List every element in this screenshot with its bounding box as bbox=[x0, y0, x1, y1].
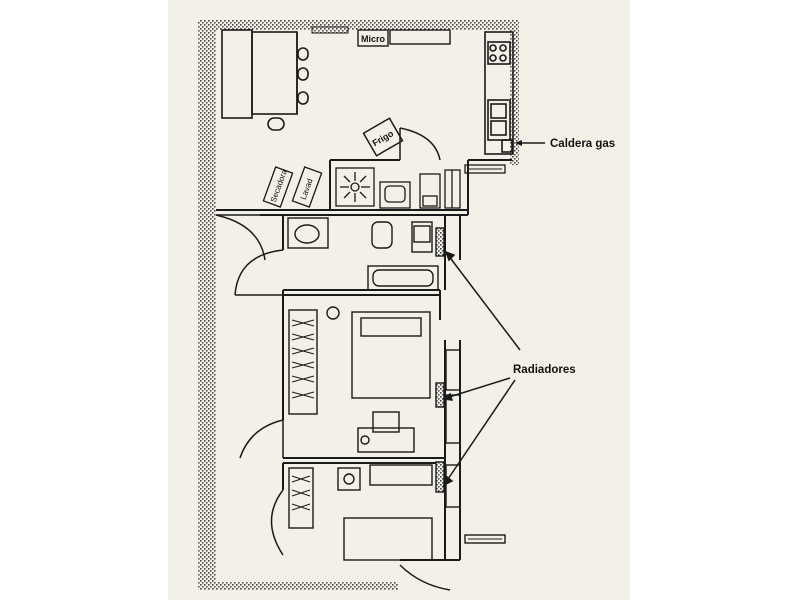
kitchen-sink bbox=[487, 99, 511, 141]
desk bbox=[357, 427, 415, 453]
bedroom-second bbox=[288, 461, 506, 561]
boiler bbox=[501, 139, 513, 153]
microwave-label: Micro bbox=[361, 34, 386, 44]
door-swings bbox=[215, 127, 451, 591]
kitchen-counter-right bbox=[484, 31, 514, 155]
toilet bbox=[411, 221, 433, 253]
boiler-label: Caldera gas bbox=[550, 138, 615, 150]
bathtub bbox=[367, 265, 439, 291]
side-table bbox=[337, 467, 361, 491]
kitchen-counter-top: Micro bbox=[311, 26, 451, 47]
radiator-bedroom-second bbox=[435, 461, 445, 493]
desk-chair bbox=[372, 411, 400, 433]
dining-set bbox=[221, 29, 309, 131]
interior-walls bbox=[216, 159, 512, 561]
radiator-kitchen bbox=[444, 169, 461, 209]
radiator-bath bbox=[435, 227, 445, 257]
paper-background bbox=[168, 0, 630, 600]
single-bed bbox=[343, 517, 433, 561]
wardrobe-second bbox=[288, 467, 314, 529]
desk-second bbox=[369, 464, 433, 486]
bedroom-main bbox=[288, 306, 461, 453]
microwave bbox=[357, 29, 389, 47]
radiators-annotation: Radiadores bbox=[442, 250, 576, 487]
bathroom-sink bbox=[287, 217, 329, 249]
toilet-upper bbox=[419, 173, 441, 209]
shower-tray bbox=[335, 167, 375, 207]
cooktop bbox=[487, 41, 511, 65]
double-bed bbox=[351, 311, 431, 399]
boiler-annotation: Caldera gas bbox=[515, 138, 615, 150]
dryer-label: Secadora bbox=[269, 168, 289, 204]
exterior-walls bbox=[198, 20, 519, 590]
radiators-label: Radiadores bbox=[513, 364, 576, 376]
bathroom-fixtures bbox=[287, 217, 445, 291]
wardrobe-main bbox=[288, 309, 318, 415]
bidet bbox=[371, 221, 393, 249]
nightstand-lamp bbox=[326, 306, 340, 320]
fridge: Frigo bbox=[362, 117, 404, 157]
fridge-label: Frigo bbox=[371, 128, 396, 148]
utility-sink bbox=[379, 181, 411, 209]
radiator-bedroom bbox=[435, 382, 445, 408]
